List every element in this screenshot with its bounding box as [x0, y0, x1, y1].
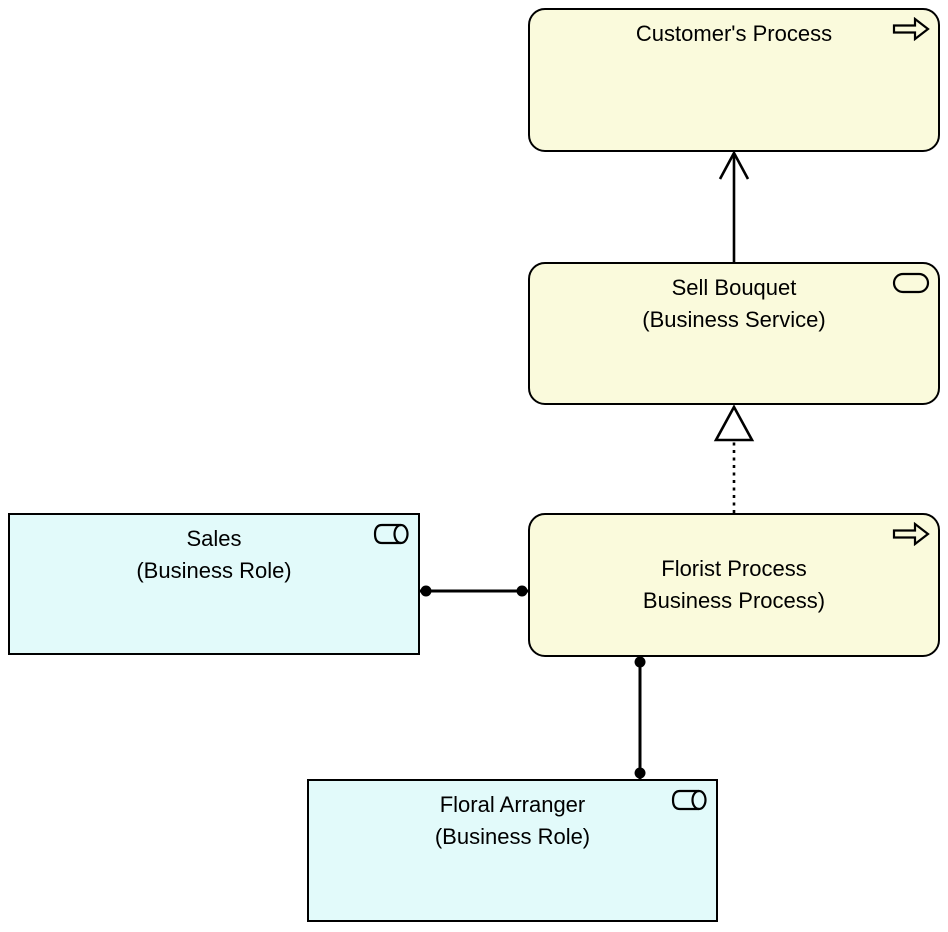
node-sublabel: (Business Service) — [642, 307, 826, 332]
node-sublabel: (Business Role) — [434, 824, 591, 849]
service-pill-icon — [892, 271, 930, 295]
process-arrow-icon — [892, 17, 930, 41]
node-label: Floral Arranger — [439, 792, 586, 817]
edge-assignment-sales-to-florist-process[interactable] — [420, 585, 528, 597]
node-sublabel: (Business Role) — [136, 558, 292, 583]
edge-assignment-floral-arranger-to-florist-process[interactable] — [634, 656, 646, 779]
node-label: Florist Process — [661, 556, 807, 581]
node-floral-arranger[interactable]: Floral Arranger (Business Role) — [307, 779, 718, 922]
process-arrow-icon — [892, 522, 930, 546]
node-florist-process[interactable]: Florist Process Business Process) — [528, 513, 940, 657]
role-cylinder-icon — [670, 788, 708, 812]
edge-serving-sell-bouquet-to-customers-process[interactable] — [718, 150, 750, 262]
node-label: Sell Bouquet — [671, 275, 797, 300]
role-cylinder-icon — [372, 522, 410, 546]
node-customers-process[interactable]: Customer's Process — [528, 8, 940, 152]
node-sublabel: Business Process) — [642, 588, 826, 613]
node-label: Customer's Process — [635, 21, 833, 46]
node-sell-bouquet[interactable]: Sell Bouquet (Business Service) — [528, 262, 940, 405]
edge-realization-florist-process-to-sell-bouquet[interactable] — [713, 404, 755, 513]
node-label: Sales — [186, 526, 242, 551]
node-sales[interactable]: Sales (Business Role) — [8, 513, 420, 655]
